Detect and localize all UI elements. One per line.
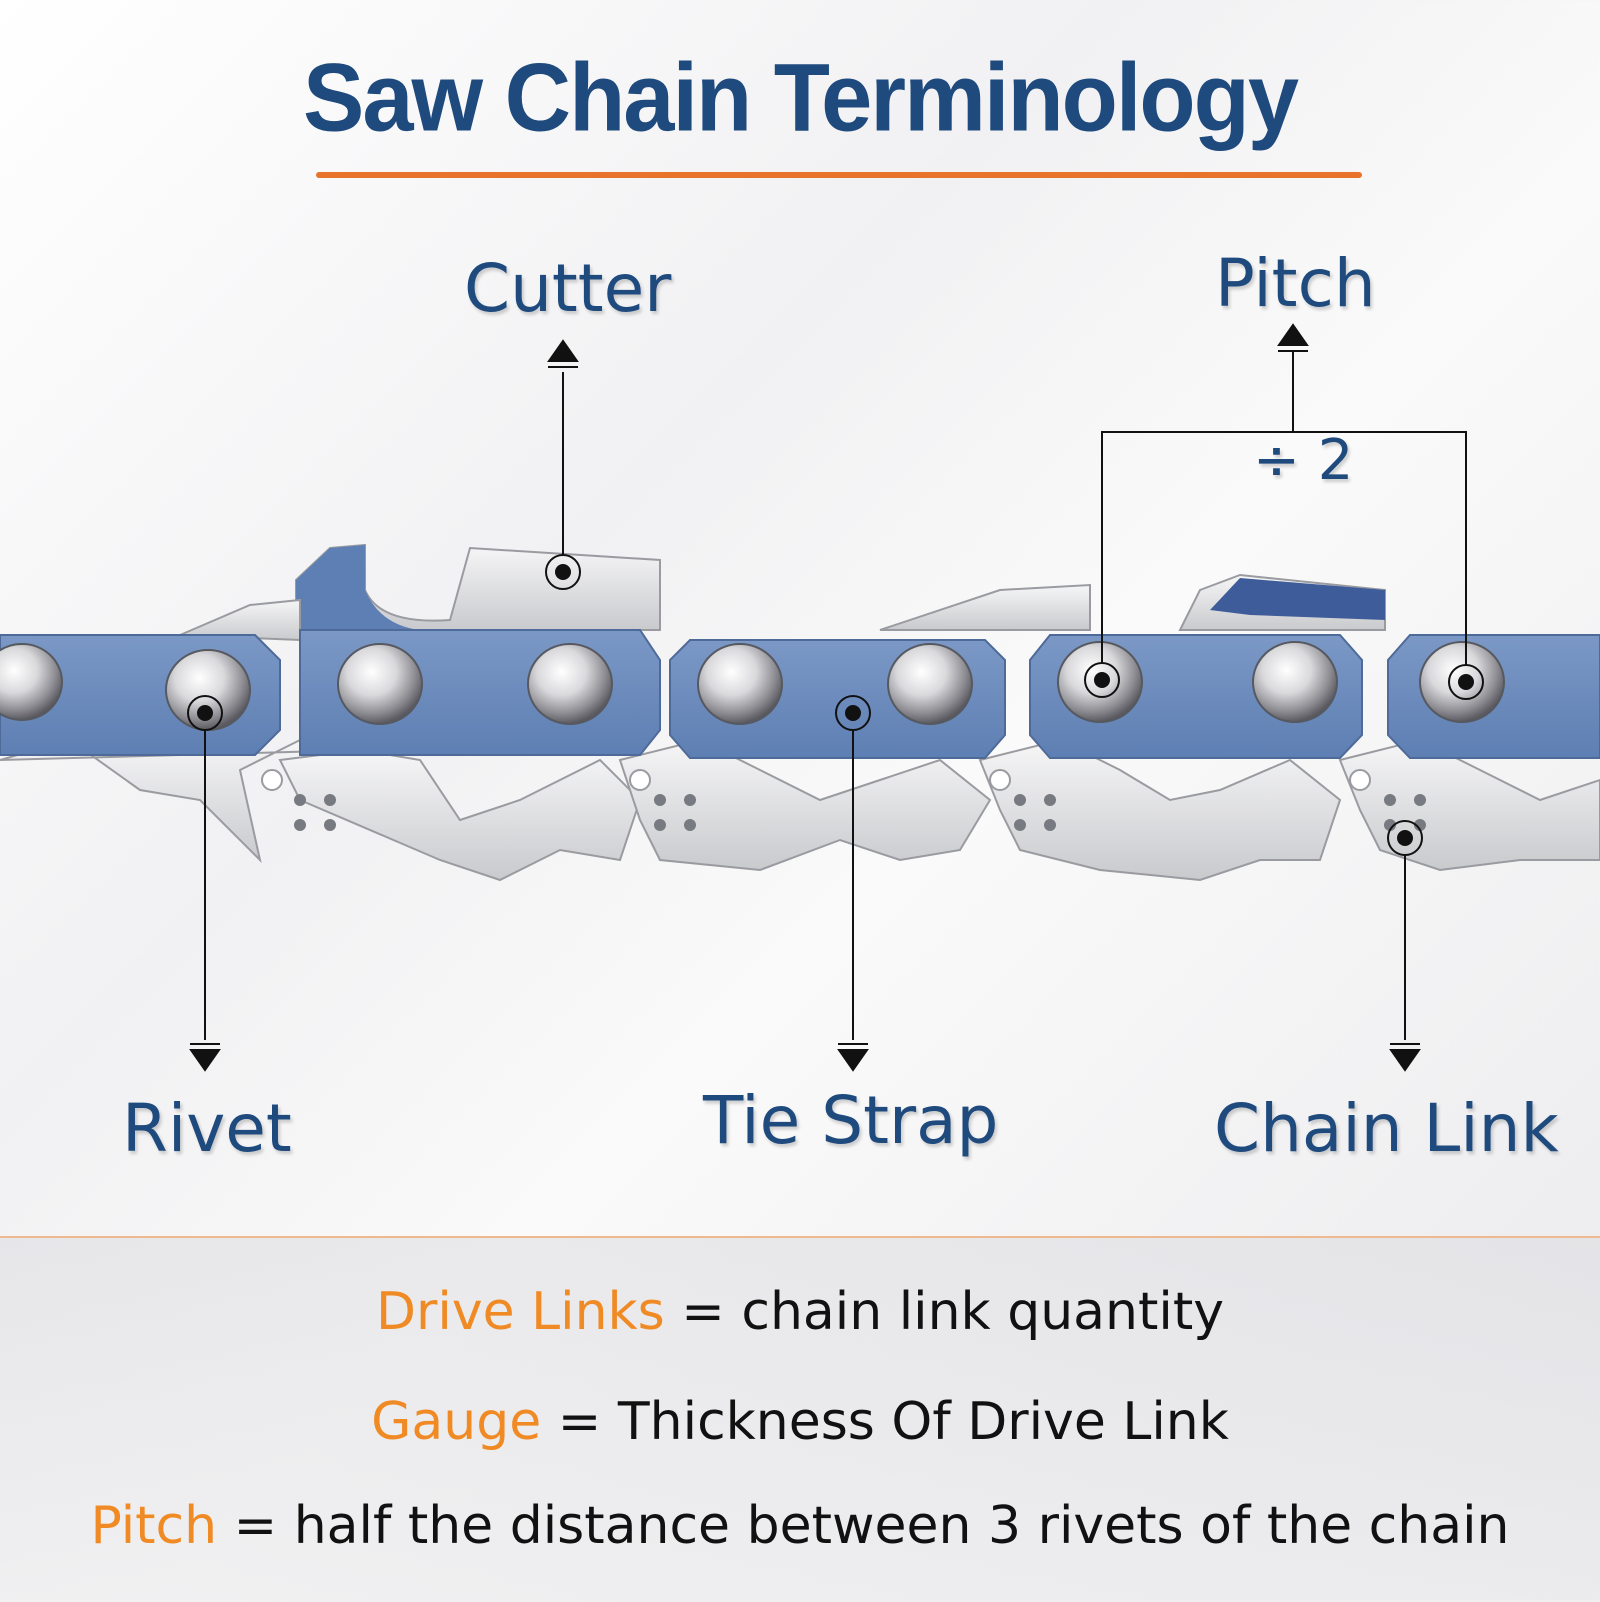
pitch-right-marker-dot (1458, 674, 1474, 690)
cutter-arrow-icon (549, 341, 577, 361)
definition-text: = half the distance between 3 rivets of … (217, 1496, 1509, 1556)
tie-strap-arrow-icon (839, 1050, 867, 1070)
definition-drive-links: Drive Links = chain link quantity (0, 1282, 1600, 1342)
drive-links (0, 740, 1600, 880)
cutter-label: Cutter (464, 250, 671, 327)
pitch-left-marker-dot (1094, 672, 1110, 688)
pitch-label: Pitch (1215, 245, 1376, 322)
saw-chain-diagram (0, 0, 1600, 1230)
chain-link-label: Chain Link (1214, 1090, 1559, 1167)
rivet-arrow-icon (191, 1050, 219, 1070)
definition-term: Gauge (371, 1392, 541, 1452)
definition-text: = Thickness Of Drive Link (541, 1392, 1229, 1452)
chain-link-arrow-icon (1391, 1050, 1419, 1070)
definition-term: Pitch (90, 1496, 217, 1556)
cutters (180, 545, 1385, 640)
rivet-marker-dot (197, 705, 213, 721)
divide-by-two-label: ÷ 2 (1253, 428, 1353, 493)
tie-strap-label: Tie Strap (703, 1082, 998, 1159)
tie-strap-marker-dot (845, 705, 861, 721)
definition-pitch: Pitch = half the distance between 3 rive… (0, 1496, 1600, 1556)
definition-text: = chain link quantity (665, 1282, 1224, 1342)
rivet-label: Rivet (122, 1090, 292, 1167)
cutter-marker-dot (555, 564, 571, 580)
definition-term: Drive Links (376, 1282, 665, 1342)
chain-link-marker-dot (1397, 830, 1413, 846)
rivet-heads (0, 642, 1504, 730)
pitch-arrow-icon (1279, 325, 1307, 345)
definition-gauge: Gauge = Thickness Of Drive Link (0, 1392, 1600, 1452)
